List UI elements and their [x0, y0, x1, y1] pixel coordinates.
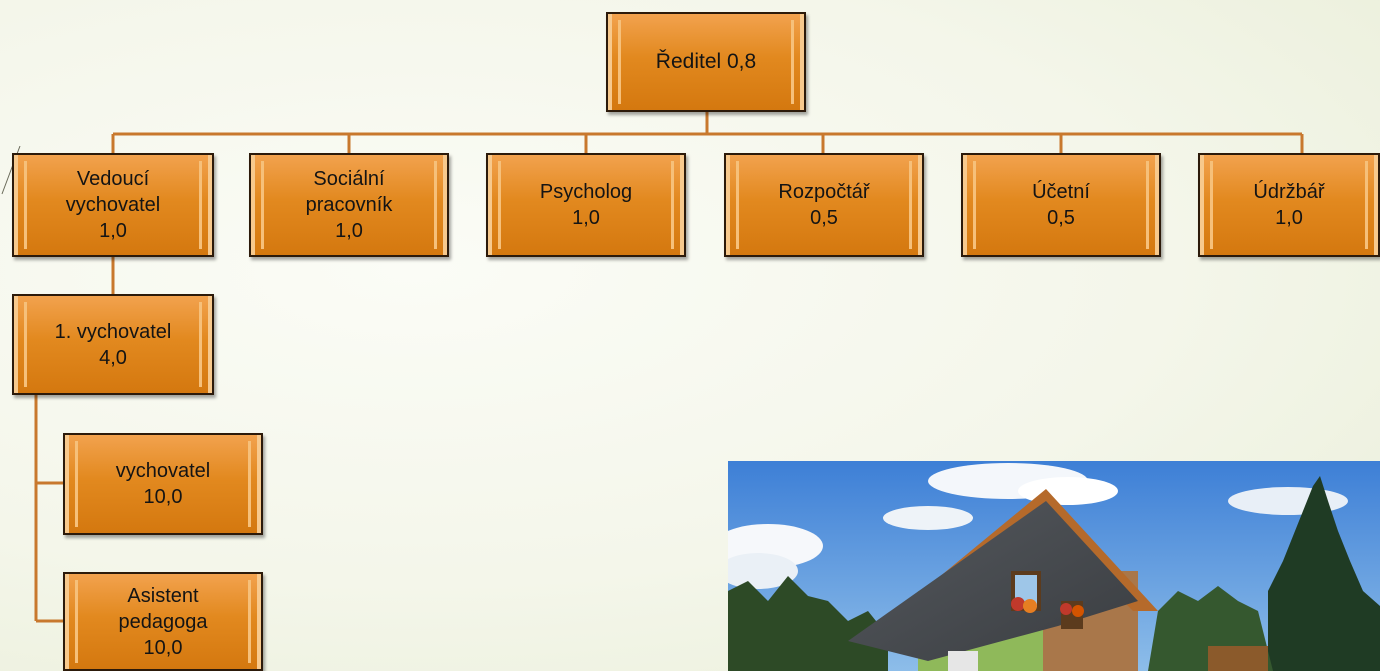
house-photo: [728, 461, 1380, 671]
node-vedouci-line2: vychovatel: [65, 194, 161, 216]
node-1-vychovatel: 1. vychovatel 4,0: [12, 294, 214, 395]
node-psycholog: Psycholog 1,0: [486, 153, 686, 257]
node-1-vychovatel-line2: 4,0: [99, 346, 127, 369]
node-psycholog-line2: 1,0: [572, 207, 600, 229]
node-socialni-line2: pracovník: [305, 194, 393, 216]
node-udrzbar: Údržbář 1,0: [1198, 153, 1380, 257]
node-vedouci-line3: 1,0: [99, 220, 127, 242]
node-ucetni: Účetní 0,5: [961, 153, 1161, 257]
node-asistent-pedagoga: Asistent pedagoga 10,0: [63, 572, 263, 671]
node-udrzbar-line2: 1,0: [1275, 207, 1303, 229]
house-photo-illustration: [728, 461, 1380, 671]
node-reditel: Ředitel 0,8: [606, 12, 806, 112]
node-ucetni-line2: 0,5: [1047, 207, 1075, 229]
node-psycholog-line1: Psycholog: [539, 181, 633, 203]
node-vychovatel-line1: vychovatel: [115, 460, 211, 482]
node-socialni-line3: 1,0: [335, 220, 363, 242]
node-socialni-pracovnik: Sociální pracovník 1,0: [249, 153, 449, 257]
node-1-vychovatel-line1: 1. vychovatel: [54, 320, 172, 343]
node-vychovatel-line2: 10,0: [143, 486, 183, 508]
node-vychovatel: vychovatel 10,0: [63, 433, 263, 535]
node-vedouci-vychovatel: Vedoucí vychovatel 1,0: [12, 153, 214, 257]
node-socialni-line1: Sociální: [313, 168, 385, 190]
node-vedouci-line1: Vedoucí: [76, 168, 150, 190]
node-udrzbar-line1: Údržbář: [1253, 181, 1325, 203]
node-asistent-line1: Asistent: [127, 584, 199, 607]
node-rozpoctar-line2: 0,5: [810, 207, 838, 229]
node-asistent-line3: 10,0: [143, 636, 183, 659]
node-reditel-label: Ředitel 0,8: [655, 50, 757, 73]
node-ucetni-line1: Účetní: [1032, 181, 1090, 203]
node-rozpoctar-line1: Rozpočtář: [778, 181, 870, 203]
node-rozpoctar: Rozpočtář 0,5: [724, 153, 924, 257]
node-asistent-line2: pedagoga: [118, 610, 208, 633]
